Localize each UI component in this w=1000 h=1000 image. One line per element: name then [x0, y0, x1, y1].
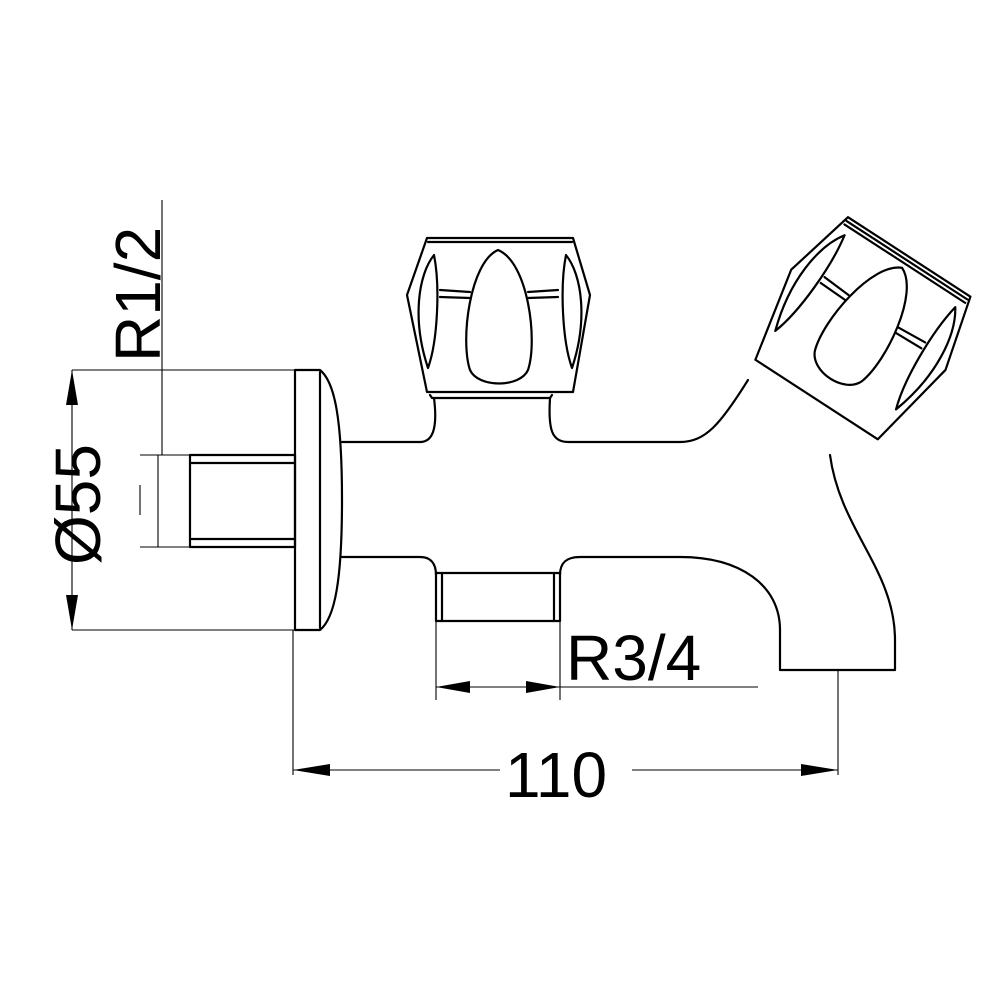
length-label: 110	[505, 739, 607, 811]
dimension-outlet-thread: R3/4	[435, 621, 758, 700]
angled-handle-knob	[754, 216, 972, 441]
outlet-thread	[434, 571, 562, 623]
arrow-right-icon	[801, 764, 838, 776]
inlet-thread	[188, 453, 297, 549]
dimension-inlet-thread: R1/2	[102, 200, 190, 548]
arrow-up-icon	[66, 370, 78, 405]
dimension-diameter: Ø55	[42, 369, 295, 631]
arrow-down-icon	[66, 595, 78, 630]
valve-body	[340, 378, 897, 672]
outlet-thread-label: R3/4	[566, 622, 701, 694]
arrow-left-icon	[436, 681, 470, 693]
arrow-left-icon	[293, 764, 330, 776]
dimension-length: 110	[292, 630, 839, 811]
wall-flange	[293, 368, 344, 632]
top-handle-knob	[405, 236, 592, 400]
inlet-thread-label: R1/2	[102, 227, 174, 362]
diameter-label: Ø55	[42, 444, 114, 565]
arrow-right-icon	[526, 681, 560, 693]
